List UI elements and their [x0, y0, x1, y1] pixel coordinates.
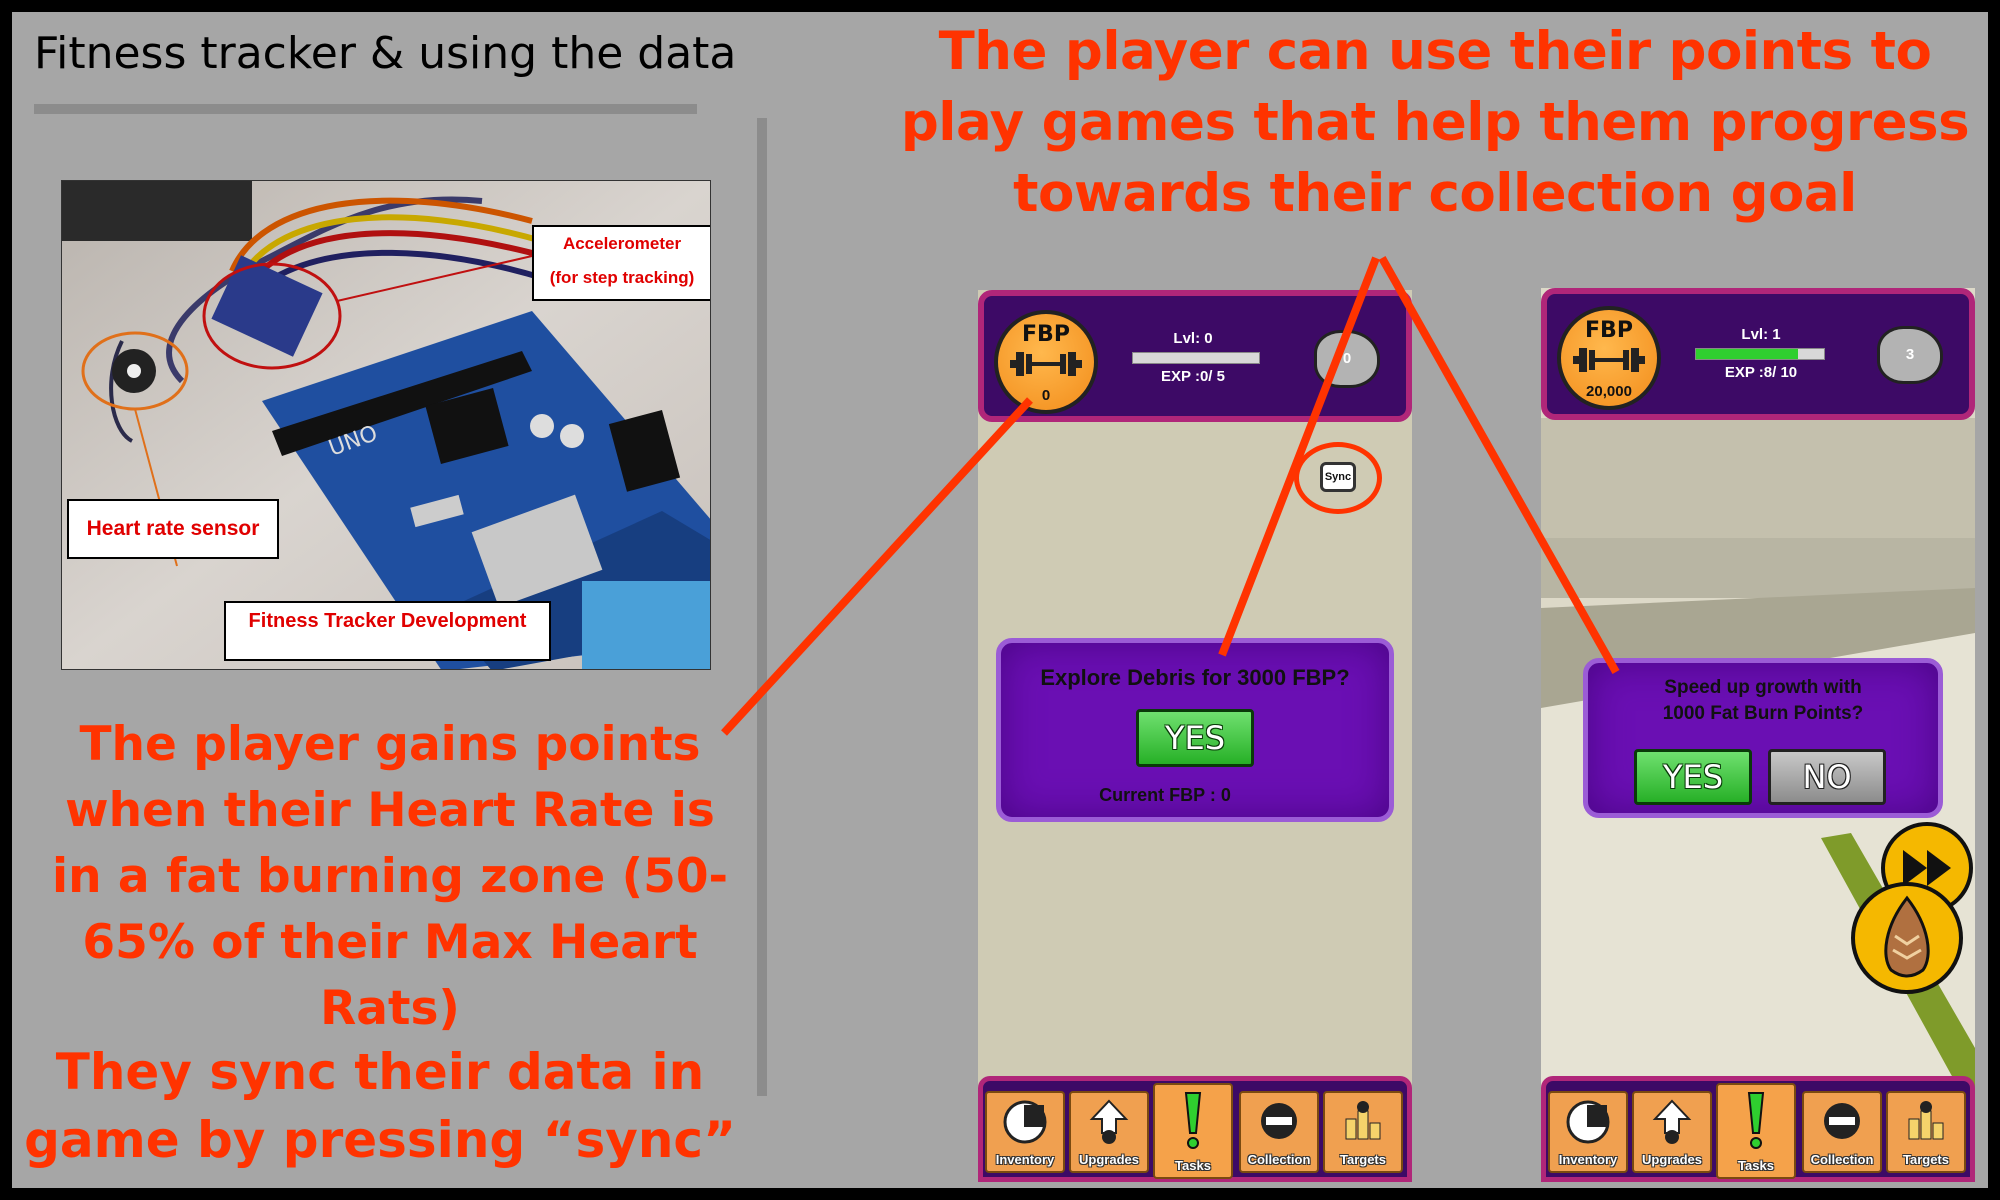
nav-label: Targets: [1903, 1152, 1949, 1167]
bottom-nav: Inventory Upgrades Tasks Collection Targ…: [978, 1076, 1412, 1182]
nav-tasks[interactable]: Tasks: [1153, 1083, 1233, 1179]
heart-rate-sensor-label: Heart rate sensor: [67, 499, 279, 559]
exp-text: EXP :8/ 10: [1724, 364, 1798, 381]
yes-button[interactable]: YES: [1634, 749, 1752, 805]
sync-highlight-ring: [1294, 442, 1382, 514]
nav-label: Inventory: [995, 1152, 1055, 1167]
top-caption: The player can use their points to play …: [900, 21, 1970, 224]
tasks-icon: [1184, 1092, 1202, 1149]
nav-label: Inventory: [1558, 1152, 1618, 1167]
exp-bar: [1132, 352, 1260, 364]
fast-forward-icon: [1903, 850, 1951, 886]
exp-text: EXP :0/ 5: [1161, 368, 1225, 385]
level-text: Lvl: 0: [1173, 330, 1213, 347]
sync-caption: They sync their data in game by pressing…: [24, 1043, 736, 1169]
phone-screen-growth: FBP 20,000 Lvl: 1 EXP :8/ 10 3 Speed up …: [1541, 288, 1975, 1182]
gem-value: 0: [1342, 350, 1352, 367]
targets-icon: [1908, 1101, 1944, 1140]
nav-label: Upgrades: [1079, 1152, 1139, 1167]
nav-collection[interactable]: Collection: [1802, 1091, 1882, 1173]
exp-bar-fill: [1696, 349, 1799, 359]
upgrades-icon: [1089, 1099, 1129, 1144]
nav-upgrades[interactable]: Upgrades: [1632, 1091, 1712, 1173]
nav-tasks[interactable]: Tasks: [1716, 1083, 1796, 1179]
bottom-nav: Inventory Upgrades Tasks Collection Targ…: [1541, 1076, 1975, 1182]
exp-bar: [1695, 348, 1825, 360]
gem-counter: 0: [1314, 330, 1380, 388]
no-button[interactable]: NO: [1768, 749, 1886, 805]
nav-label: Collection: [1810, 1152, 1874, 1167]
seed-button[interactable]: [1851, 882, 1963, 994]
nav-label: Tasks: [1175, 1158, 1211, 1173]
dialog-line1: Speed up growth with: [1664, 677, 1862, 698]
inventory-icon: [1566, 1100, 1610, 1144]
growth-dialog: Speed up growth with 1000 Fat Burn Point…: [1583, 658, 1943, 818]
nav-label: Collection: [1247, 1152, 1311, 1167]
nav-inventory[interactable]: Inventory: [985, 1091, 1065, 1173]
dialog-line2: 1000 Fat Burn Points?: [1662, 703, 1864, 724]
fbp-label: FBP: [1585, 318, 1633, 343]
nav-targets[interactable]: Targets: [1886, 1091, 1966, 1173]
fbp-value: 0: [1041, 387, 1051, 404]
fbp-value: 20,000: [1586, 383, 1632, 400]
nav-upgrades[interactable]: Upgrades: [1069, 1091, 1149, 1173]
nav-label: Targets: [1340, 1152, 1386, 1167]
tasks-icon: [1747, 1092, 1765, 1149]
inventory-icon: [1003, 1100, 1047, 1144]
collection-icon: [1824, 1103, 1860, 1139]
title-underline: [34, 104, 697, 114]
dumbbell-icon: [1010, 352, 1082, 376]
gem-value: 3: [1905, 346, 1915, 363]
collection-icon: [1261, 1103, 1297, 1139]
nav-inventory[interactable]: Inventory: [1548, 1091, 1628, 1173]
gem-counter: 3: [1877, 326, 1943, 384]
current-fbp-text: Current FBP : 0: [1099, 785, 1231, 805]
upgrades-icon: [1652, 1099, 1692, 1144]
seed-icon: [1884, 895, 1930, 978]
nav-collection[interactable]: Collection: [1239, 1091, 1319, 1173]
level-text: Lvl: 1: [1741, 326, 1781, 343]
nav-label: Tasks: [1738, 1158, 1774, 1173]
nav-label: Upgrades: [1642, 1152, 1702, 1167]
targets-icon: [1345, 1101, 1381, 1140]
explore-dialog: Explore Debris for 3000 FBP? YES Current…: [996, 638, 1394, 822]
accelerometer-label: Accelerometer (for step tracking): [532, 225, 710, 301]
slide-title: Fitness tracker & using the data: [34, 28, 737, 79]
fbp-coin[interactable]: FBP 20,000: [1557, 306, 1661, 410]
fitness-tracker-photo: UNO Accelerometer (for step tracking) He…: [61, 180, 711, 670]
dialog-message: Explore Debris for 3000 FBP?: [1040, 665, 1350, 690]
nav-targets[interactable]: Targets: [1323, 1091, 1403, 1173]
accelerometer-label-line1: Accelerometer: [562, 234, 682, 253]
phone-screen-explore: FBP 0 Lvl: 0 EXP :0/ 5 0 Sync Explore De…: [978, 290, 1412, 1182]
fbp-label: FBP: [1022, 322, 1070, 347]
fbp-coin[interactable]: FBP 0: [994, 310, 1098, 414]
development-label: Fitness Tracker Development: [224, 601, 551, 661]
points-gain-caption: The player gains points when their Heart…: [51, 717, 729, 1036]
accelerometer-label-line2: (for step tracking): [549, 268, 695, 287]
vertical-divider: [757, 118, 767, 1096]
yes-button[interactable]: YES: [1136, 709, 1254, 767]
dumbbell-icon: [1573, 348, 1645, 372]
